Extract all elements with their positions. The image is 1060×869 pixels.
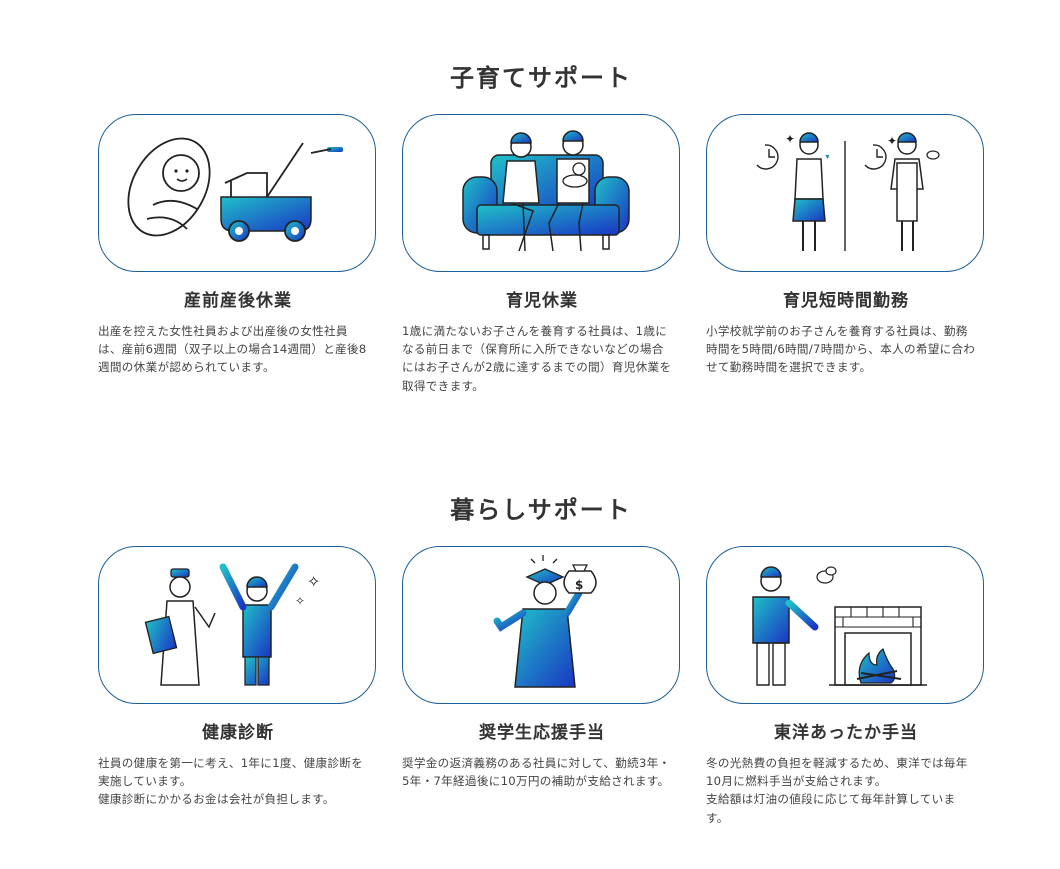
card-description: 奨学金の返済義務のある社員に対して、勤続3年・5年・7年経過後に10万円の補助が… — [402, 756, 671, 789]
card-title: 奨学生応援手当 — [479, 723, 605, 743]
card-description: 出産を控えた女性社員および出産後の女性社員は、産前6週間（双子以上の場合14週間… — [98, 324, 367, 375]
card-description: 冬の光熱費の負担を軽減するため、東洋では毎年10月に燃料手当が支給されます。 支… — [706, 756, 968, 825]
svg-text:✦: ✦ — [785, 132, 795, 146]
card-illustration: ✦ ✦ — [706, 114, 984, 272]
baby-and-stroller-illustration — [127, 137, 343, 242]
nurse-and-employee-illustration: ✧ ✧ — [144, 563, 320, 686]
card-illustration — [98, 114, 376, 272]
section-title: 子育てサポート — [450, 64, 632, 92]
card-title: 産前産後休業 — [184, 291, 292, 311]
card-description: 1歳に満たないお子さんを養育する社員は、1歳になる前日まで（保育所に入所できない… — [402, 324, 672, 393]
svg-text:✧: ✧ — [295, 594, 305, 608]
card-illustration: ✧ ✧ — [98, 546, 376, 704]
short-hours-work-illustration: ✦ ✦ — [756, 132, 940, 251]
card-illustration — [402, 114, 680, 272]
card-illustration — [706, 546, 984, 704]
card-title: 育児短時間勤務 — [783, 291, 909, 311]
svg-text:$: $ — [575, 578, 583, 592]
card-illustration: $ — [402, 546, 680, 704]
family-on-sofa-illustration — [462, 130, 630, 252]
card-description: 社員の健康を第一に考え、1年に1度、健康診断を実施しています。 健康診断にかかる… — [98, 756, 364, 807]
section-title: 暮らしサポート — [450, 496, 632, 524]
card-title: 東洋あったか手当 — [774, 723, 918, 743]
svg-text:✧: ✧ — [307, 572, 320, 591]
card-description: 小学校就学前のお子さんを養育する社員は、勤務時間を5時間/6時間/7時間から、本… — [706, 324, 976, 375]
fireplace-warming-illustration — [752, 566, 927, 686]
card-title: 健康診断 — [202, 723, 274, 743]
graduate-with-money-bag-illustration: $ — [493, 555, 597, 688]
card-title: 育児休業 — [506, 291, 578, 311]
svg-text:✦: ✦ — [887, 134, 897, 148]
